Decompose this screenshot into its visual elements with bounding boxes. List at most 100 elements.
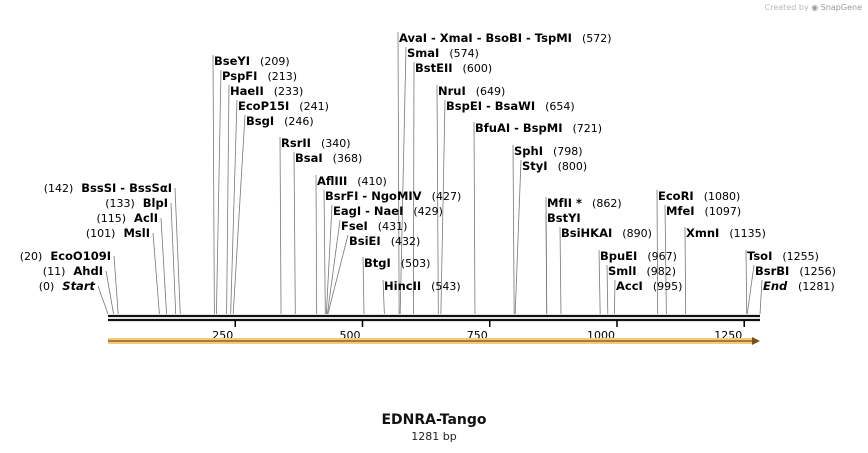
site-position-ecop15i: (241) [299, 100, 329, 113]
site-label-avai-xmai-bsobi-tspmi: AvaI - XmaI - BsoBI - TspMI [399, 31, 572, 45]
site-position-acli: (115) [96, 212, 126, 225]
site-position-bsiei: (432) [391, 235, 421, 248]
site-line-sphi [512, 144, 515, 315]
site-label-acli: AclI [134, 211, 158, 225]
site-position-acci: (995) [653, 280, 683, 293]
site-position-fsei: (431) [378, 220, 408, 233]
site-line-acci [614, 279, 616, 315]
site-line-bsteii [412, 61, 415, 315]
site-label-sphi: SphI [514, 144, 543, 158]
site-position-mfei: (1097) [705, 205, 742, 218]
site-label-bstyi: BstYI [547, 211, 581, 225]
map-length: 1281 bp [411, 430, 457, 443]
site-label-ahdi: AhdI [73, 264, 103, 278]
site-position-afliii: (410) [357, 175, 387, 188]
site-position-end: (1281) [798, 280, 835, 293]
site-position-tsoi: (1255) [782, 250, 819, 263]
snapgene-watermark: Created by ◉ SnapGene [765, 3, 862, 12]
site-line-haeii [226, 84, 230, 315]
site-line-ecoo109i [113, 255, 119, 315]
site-line-end [759, 279, 763, 315]
site-line-mfei [664, 204, 667, 315]
site-position-pspfi: (213) [267, 70, 297, 83]
site-position-rsrii: (340) [321, 137, 351, 150]
site-line-blpi [170, 202, 177, 315]
site-position-eagi-naei: (429) [413, 205, 443, 218]
site-labels: Start(0)AhdI(11)EcoO109I(20)MslI(101)Acl… [20, 31, 836, 293]
site-label-bsai: BsaI [295, 151, 323, 165]
site-line-eagi-naei [325, 204, 333, 315]
site-line-rsrii [279, 136, 282, 315]
site-label-tsoi: TsoI [747, 249, 772, 263]
site-label-ecori: EcoRI [658, 189, 694, 203]
site-position-bsteii: (600) [463, 62, 493, 75]
site-lines [97, 31, 763, 315]
site-position-styi: (800) [558, 160, 588, 173]
site-label-end: End [763, 279, 788, 293]
site-label-ecoo109i: EcoO109I [50, 249, 111, 263]
site-line-ecop15i [230, 99, 238, 315]
site-line-nrui [436, 84, 439, 315]
site-line-tsoi [745, 249, 748, 315]
site-label-btgi: BtgI [364, 256, 391, 270]
site-line-acli [160, 217, 167, 315]
site-position-ahdi: (11) [43, 265, 66, 278]
map-title: EDNRA-Tango [381, 412, 487, 428]
site-label-msli: MslI [123, 226, 150, 240]
site-line-bstyi [545, 211, 548, 315]
site-label-afliii: AflIII [317, 174, 347, 188]
site-position-bpuei: (967) [647, 250, 677, 263]
site-line-avai-xmai-bsobi-tspmi [397, 31, 400, 315]
site-label-bpuei: BpuEI [600, 249, 637, 263]
site-label-bspei-bsawi: BspEI - BsaWI [446, 99, 535, 113]
site-position-avai-xmai-bsobi-tspmi: (572) [582, 32, 612, 45]
site-label-hincii: HincII [384, 279, 421, 293]
site-label-smli: SmlI [608, 264, 637, 278]
site-line-bspei-bsawi [440, 99, 446, 315]
site-line-bsihkai [559, 226, 562, 315]
site-line-msli [152, 232, 160, 315]
site-label-start: Start [62, 279, 95, 293]
site-position-bfuai-bspmi: (721) [572, 122, 602, 135]
site-label-bsrbi: BsrBI [755, 264, 789, 278]
site-line-fsei [326, 219, 341, 315]
site-position-ecori: (1080) [704, 190, 741, 203]
site-line-bsrfi-ngomiv [323, 189, 326, 315]
sequence-backbone [108, 314, 760, 322]
site-position-bsihkai: (890) [622, 227, 652, 240]
site-line-bsai [293, 151, 296, 315]
site-position-haeii: (233) [274, 85, 304, 98]
site-position-msli: (101) [86, 227, 116, 240]
site-position-start: (0) [39, 280, 55, 293]
site-label-haeii: HaeII [230, 84, 264, 98]
site-position-smli: (982) [647, 265, 677, 278]
site-label-mfii: MfII * [547, 196, 582, 210]
watermark-prefix: Created by [764, 3, 809, 12]
site-line-bsssi-bsss-i [174, 187, 181, 315]
site-label-eagi-naei: EagI - NaeI [333, 204, 403, 218]
feature-arrowhead-icon [752, 337, 760, 345]
site-label-ecop15i: EcoP15I [238, 99, 289, 113]
site-label-bsssi-bsss-i: BssSI - BssSαI [81, 181, 172, 195]
site-label-bfuai-bspmi: BfuAI - BspMI [475, 121, 562, 135]
site-line-ahdi [105, 270, 114, 315]
site-line-pspfi [216, 69, 222, 315]
site-label-bsgi: BsgI [246, 114, 274, 128]
site-label-pspfi: PspFI [222, 69, 257, 83]
site-position-bsgi: (246) [284, 115, 314, 128]
watermark-brand: SnapGene [820, 3, 862, 12]
site-line-xmni [684, 226, 687, 315]
site-label-nrui: NruI [438, 84, 466, 98]
site-position-bsrfi-ngomiv: (427) [432, 190, 462, 203]
site-position-hincii: (543) [431, 280, 461, 293]
feature-track [108, 337, 760, 345]
site-line-smai [399, 46, 407, 315]
site-position-sphi: (798) [553, 145, 583, 158]
site-line-ecori [656, 189, 659, 315]
site-line-styi [514, 159, 522, 315]
site-line-hincii [382, 279, 385, 315]
site-position-bseyi: (209) [260, 55, 290, 68]
site-position-bsai: (368) [333, 152, 363, 165]
site-line-start [97, 285, 109, 315]
site-label-bsihkai: BsiHKAI [561, 226, 612, 240]
